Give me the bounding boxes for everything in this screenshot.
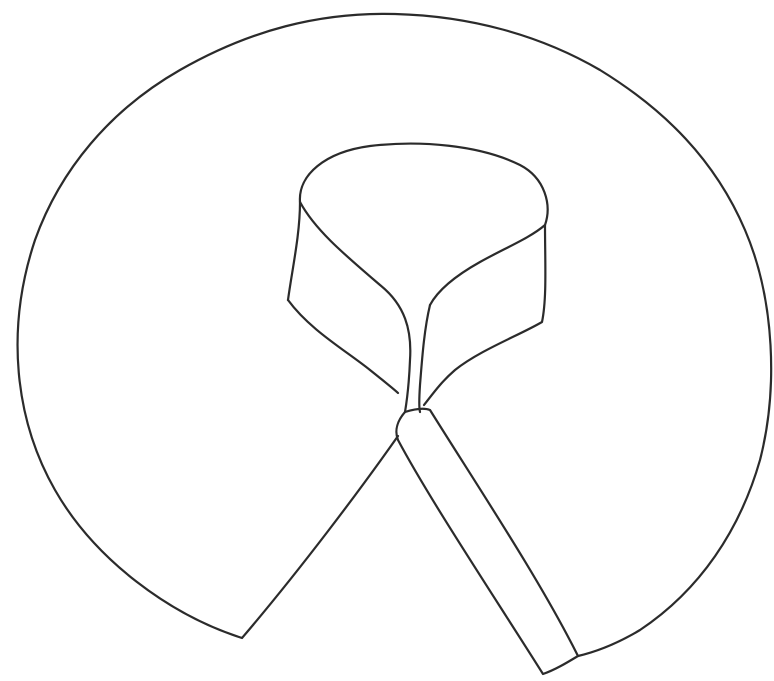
front-placket-strip — [396, 409, 578, 674]
collar-band-left-side — [288, 202, 300, 300]
collar-front-right-edge — [419, 305, 430, 412]
collar-pattern-sketch — [18, 14, 772, 674]
collar-front-left-inner-curve — [288, 300, 398, 393]
collar-front-left-edge — [300, 202, 410, 412]
collar-band-right-side — [424, 225, 545, 405]
collar-band-top-rim — [300, 144, 548, 305]
outer-cape-body — [18, 14, 772, 656]
